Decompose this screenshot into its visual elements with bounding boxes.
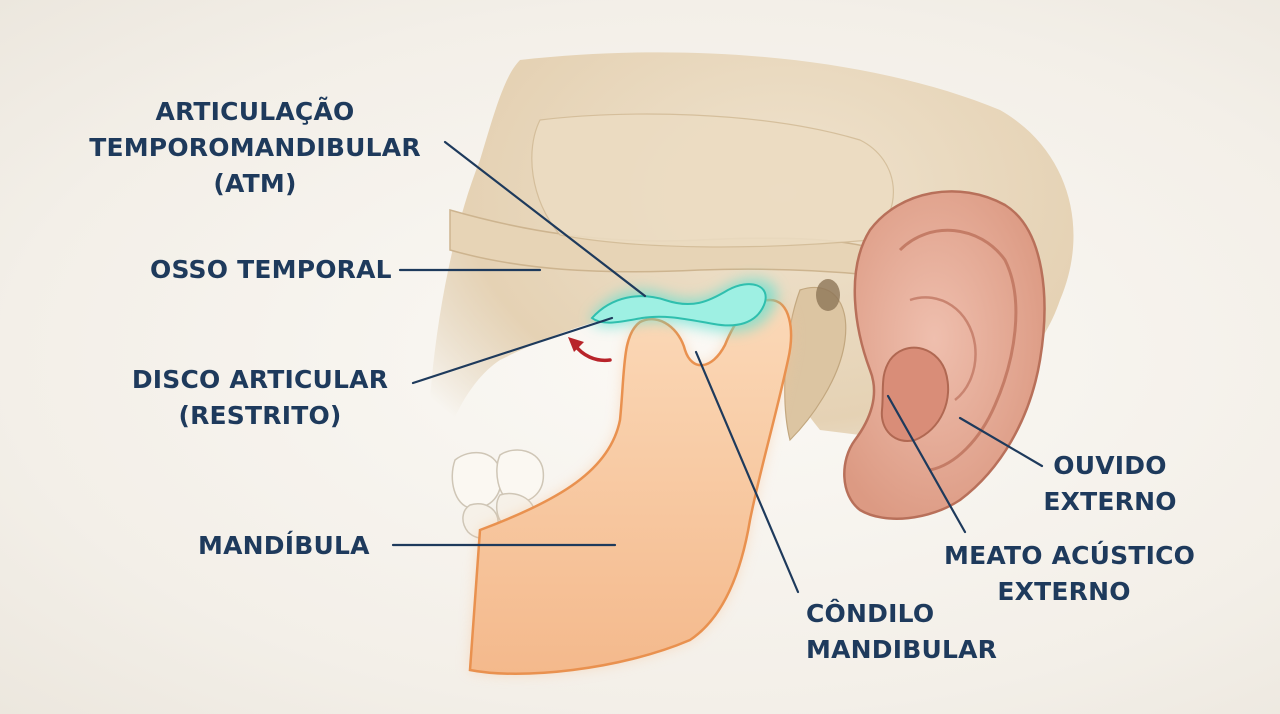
ear-helix-inner: [898, 228, 1018, 472]
leader-ouvido: [958, 416, 1044, 468]
ear-canal-opening: [816, 279, 840, 311]
label-condilo-mandibular: CÔNDILO MANDIBULAR: [806, 599, 998, 664]
label-disco-articular: DISCO ARTICULAR (RESTRITO): [131, 365, 389, 430]
leader-lines: [391, 140, 1044, 594]
leader-meato: [886, 394, 967, 534]
displacement-arrowhead: [568, 337, 584, 352]
temporal-bone-shape: [531, 113, 894, 248]
articular-disc: [590, 283, 767, 327]
label-meato-acustico: MEATO ACÚSTICO EXTERNO: [944, 541, 1196, 606]
label-atm: ARTICULAÇÃO TEMPOROMANDIBULAR (ATM): [89, 97, 421, 198]
ear-concha: [880, 346, 950, 442]
label-ouvido-externo: OUVIDO EXTERNO: [1043, 451, 1177, 516]
external-ear: [843, 190, 1046, 520]
ear-antihelix: [909, 296, 977, 401]
teeth: [451, 449, 545, 539]
label-mandibula: MANDÍBULA: [198, 531, 370, 560]
leader-condilo: [694, 350, 800, 594]
displacement-arrow: [573, 343, 612, 363]
leader-disco: [411, 316, 614, 385]
label-osso-temporal: OSSO TEMPORAL: [150, 255, 392, 284]
leader-atm: [443, 140, 647, 298]
